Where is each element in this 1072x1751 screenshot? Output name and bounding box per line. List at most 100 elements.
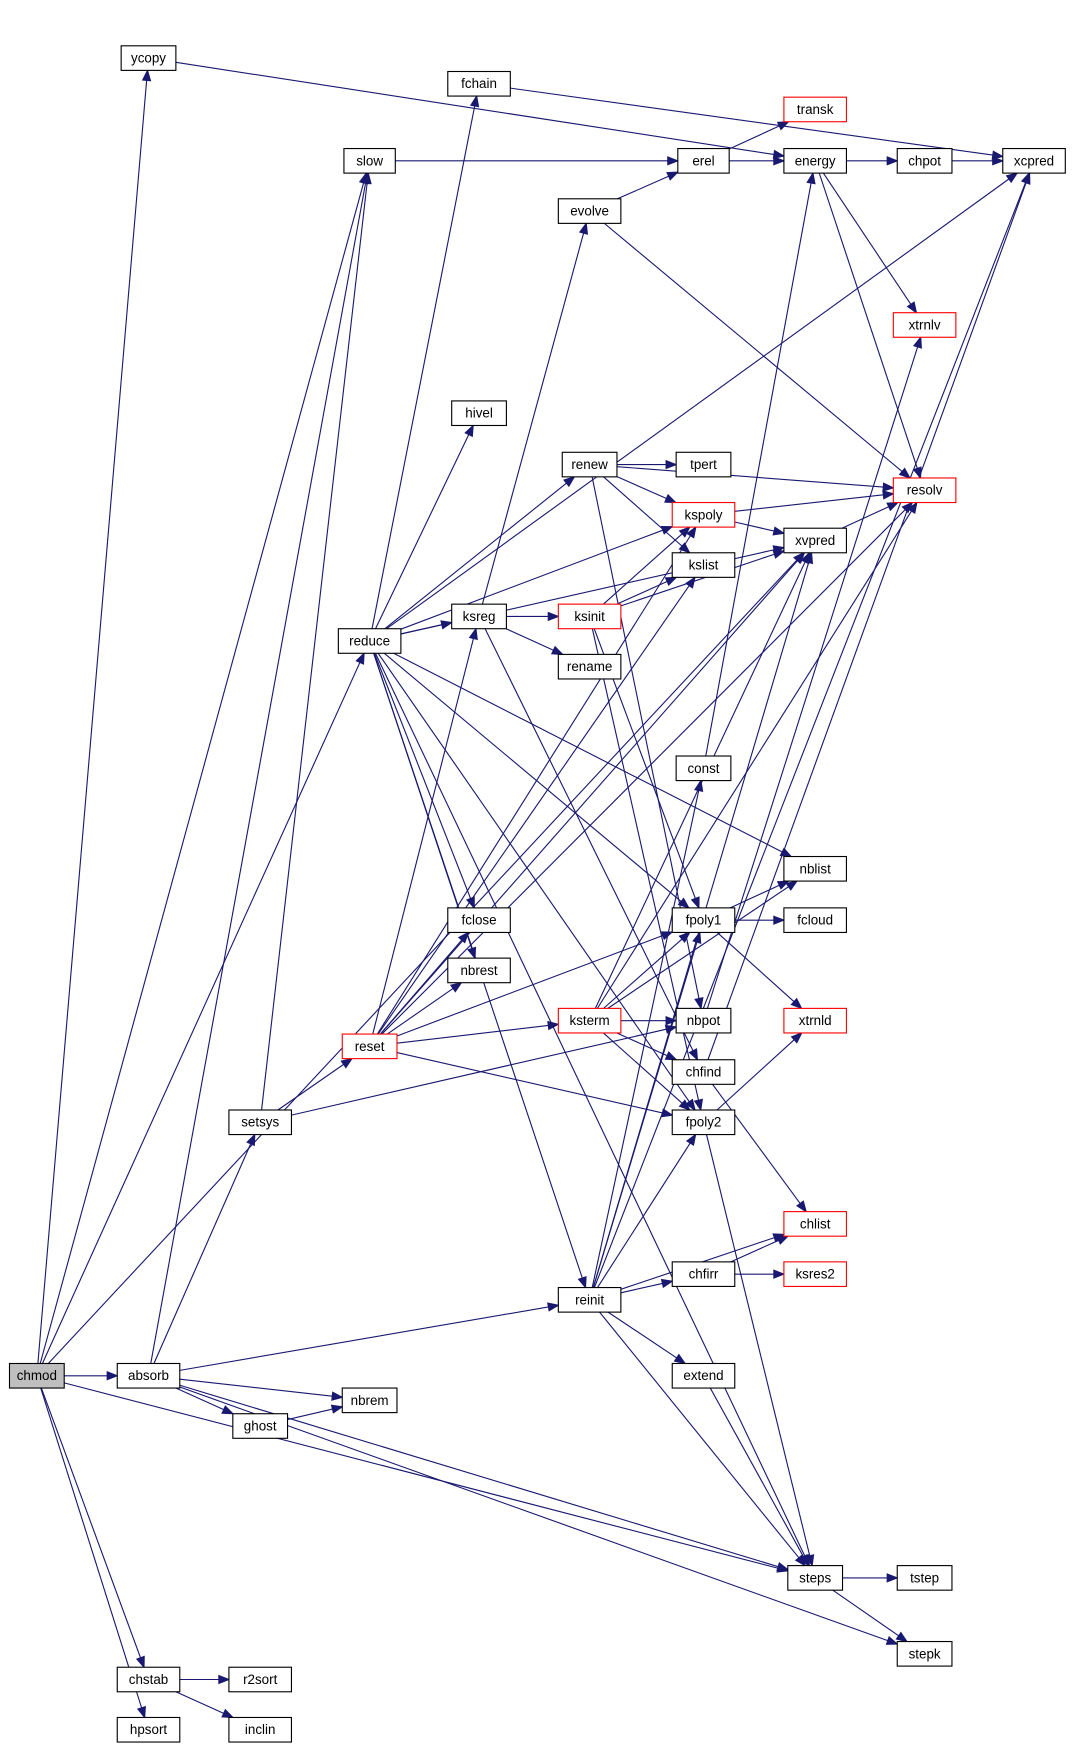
node-ghost[interactable]: ghost: [232, 1413, 289, 1439]
arrowhead-icon: [790, 997, 803, 1010]
arrowhead-icon: [685, 576, 696, 589]
edge-reinit-chfirr: [620, 1282, 663, 1294]
node-box: [787, 1565, 844, 1591]
node-box: [783, 1261, 847, 1287]
node-chfirr[interactable]: chfirr: [671, 1261, 736, 1287]
arrowhead-icon: [776, 880, 790, 890]
node-nblist[interactable]: nblist: [783, 855, 847, 882]
node-ycopy[interactable]: ycopy: [120, 45, 177, 71]
node-xtrnlv[interactable]: xtrnlv: [892, 312, 957, 338]
edge-reduce-fchain: [371, 105, 476, 629]
node-nbrest[interactable]: nbrest: [447, 957, 511, 984]
arrowhead-icon: [886, 1573, 899, 1583]
arrowhead-icon: [773, 156, 786, 166]
arrowhead-icon: [799, 1554, 810, 1567]
edge-chfind-xcpred: [707, 182, 1027, 1060]
node-box: [896, 1640, 953, 1667]
node-const[interactable]: const: [675, 755, 732, 782]
edge-fchain-xcpred: [510, 87, 993, 156]
node-chfind[interactable]: chfind: [671, 1059, 736, 1085]
node-label: const: [687, 761, 719, 776]
node-chstab[interactable]: chstab: [116, 1666, 181, 1693]
node-tstep[interactable]: tstep: [896, 1565, 953, 1591]
node-reset[interactable]: reset: [341, 1033, 398, 1060]
node-box: [557, 198, 622, 224]
arrowhead-icon: [895, 1631, 909, 1643]
node-nbrem[interactable]: nbrem: [341, 1387, 398, 1414]
node-label: fclose: [462, 913, 497, 928]
edge-reset-ksterm: [396, 1024, 549, 1044]
edge-reset-nbrest: [387, 987, 454, 1035]
node-rename[interactable]: rename: [557, 653, 622, 680]
node-resolv[interactable]: resolv: [892, 477, 957, 504]
node-xtrnld[interactable]: xtrnld: [783, 1007, 847, 1034]
arrowhead-icon: [776, 121, 790, 131]
arrowhead-icon: [796, 1200, 808, 1213]
node-reduce[interactable]: reduce: [337, 628, 402, 654]
node-transk[interactable]: transk: [783, 96, 847, 123]
node-ksterm[interactable]: ksterm: [557, 1007, 622, 1034]
edge-fpoly1-nblist: [729, 884, 780, 909]
node-fpoly2[interactable]: fpoly2: [671, 1109, 736, 1136]
node-box: [892, 477, 957, 504]
node-xvpred[interactable]: xvpred: [783, 527, 847, 554]
node-hivel[interactable]: hivel: [451, 400, 507, 427]
node-fclose[interactable]: fclose: [447, 907, 511, 934]
node-absorb[interactable]: absorb: [116, 1362, 181, 1389]
node-reinit[interactable]: reinit: [557, 1286, 622, 1313]
node-label: evolve: [570, 204, 609, 219]
node-evolve[interactable]: evolve: [557, 198, 622, 224]
arrowhead-icon: [340, 1057, 354, 1069]
arrowhead-icon: [790, 1031, 803, 1044]
arrowhead-icon: [992, 156, 1005, 166]
node-nbpot[interactable]: nbpot: [675, 1007, 732, 1034]
node-label: nblist: [800, 861, 832, 876]
arrowhead-icon: [547, 1020, 560, 1031]
node-ksreg[interactable]: ksreg: [451, 603, 507, 630]
node-label: nbpot: [687, 1013, 721, 1028]
node-box: [677, 147, 730, 174]
node-tpert[interactable]: tpert: [675, 451, 732, 478]
edge-renew-resolv: [616, 466, 884, 488]
node-inclin[interactable]: inclin: [228, 1716, 293, 1743]
edge-absorb-reinit: [179, 1306, 549, 1371]
node-ksres2[interactable]: ksres2: [783, 1261, 847, 1287]
node-stepk[interactable]: stepk: [896, 1640, 953, 1667]
node-box: [561, 451, 618, 478]
node-renew[interactable]: renew: [561, 451, 618, 478]
node-box: [341, 1033, 398, 1060]
node-xcpred[interactable]: xcpred: [1002, 147, 1066, 174]
node-label: ghost: [244, 1418, 277, 1433]
node-label: xtrnlv: [909, 317, 941, 332]
node-fpoly1[interactable]: fpoly1: [671, 907, 736, 934]
node-ksinit[interactable]: ksinit: [557, 603, 622, 630]
edge-evolve-resolv: [603, 222, 903, 472]
node-r2sort[interactable]: r2sort: [228, 1666, 293, 1693]
arrowhead-icon: [773, 1269, 786, 1279]
node-fcloud[interactable]: fcloud: [783, 907, 847, 934]
node-chmod[interactable]: chmod: [8, 1362, 65, 1389]
node-label: fcloud: [797, 913, 833, 928]
node-chpot[interactable]: chpot: [896, 147, 953, 174]
node-energy[interactable]: energy: [783, 147, 847, 174]
arrowhead-icon: [667, 156, 680, 166]
node-kspoly[interactable]: kspoly: [671, 501, 736, 528]
arrowhead-icon: [685, 1098, 696, 1112]
node-erel[interactable]: erel: [677, 147, 730, 174]
node-setsys[interactable]: setsys: [228, 1109, 293, 1136]
edge-reduce-renew: [384, 482, 567, 630]
node-label: chfind: [686, 1065, 722, 1080]
node-steps[interactable]: steps: [787, 1565, 844, 1591]
node-slow[interactable]: slow: [343, 147, 396, 174]
node-hpsort[interactable]: hpsort: [116, 1716, 181, 1743]
node-kslist[interactable]: kslist: [671, 552, 736, 578]
arrowhead-icon: [106, 1371, 119, 1381]
node-box: [337, 628, 402, 654]
node-box: [671, 501, 736, 528]
edge-reduce-hivel: [375, 434, 470, 629]
arrowhead-icon: [793, 551, 806, 564]
node-fchain[interactable]: fchain: [447, 70, 511, 97]
node-extend[interactable]: extend: [671, 1362, 736, 1389]
edge-chfirr-chlist: [730, 1239, 779, 1263]
node-chlist[interactable]: chlist: [783, 1211, 847, 1237]
